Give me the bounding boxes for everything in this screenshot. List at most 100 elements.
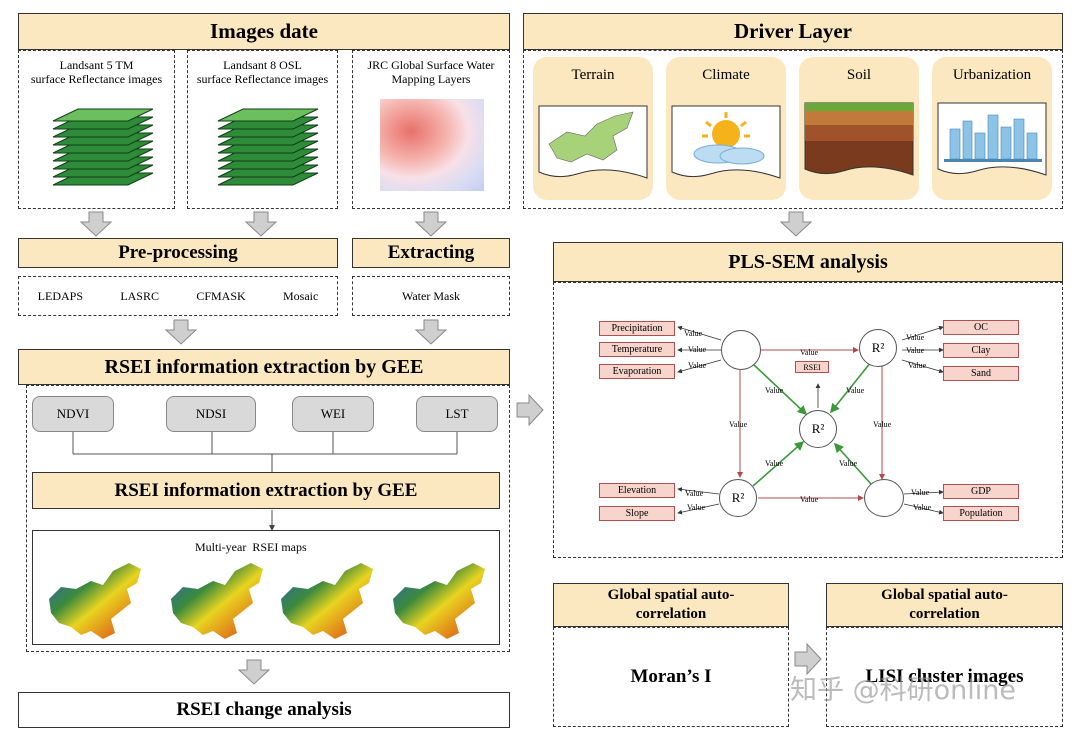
var-slope-label: Slope bbox=[625, 508, 649, 519]
index-wei: WEI bbox=[292, 396, 374, 432]
rsei-change-box: RSEI change analysis bbox=[18, 692, 510, 728]
landsat5-panel: Landsant 5 TM surface Reflectance images bbox=[18, 50, 175, 209]
card-terrain-label: Terrain bbox=[571, 67, 615, 83]
rsei-maps-label: Multi-year RSEI maps bbox=[195, 540, 307, 554]
driver-title: Driver Layer bbox=[734, 19, 852, 43]
var-elevation-label: Elevation bbox=[617, 485, 657, 496]
rsei-panel bbox=[26, 385, 510, 652]
var-precipitation: Precipitation bbox=[599, 321, 675, 336]
card-soil-label: Soil bbox=[846, 67, 872, 83]
var-oc: OC bbox=[943, 320, 1019, 335]
var-sand: Sand bbox=[943, 366, 1019, 381]
rsei-map-3 bbox=[281, 563, 373, 639]
lisi-panel: LISI cluster images bbox=[826, 627, 1063, 727]
pls-header: PLS-SEM analysis bbox=[553, 242, 1063, 282]
images-date-header: Images date bbox=[18, 13, 510, 50]
var-clay: Clay bbox=[943, 343, 1019, 358]
card-terrain: Terrain bbox=[533, 57, 653, 200]
rsei-change-title: RSEI change analysis bbox=[176, 699, 352, 720]
landsat8-caption: Landsant 8 OSL surface Reflectance image… bbox=[196, 58, 329, 86]
value-label: Value bbox=[873, 420, 892, 429]
value-label: Value bbox=[765, 459, 784, 468]
image-stack-icon bbox=[52, 108, 154, 186]
var-clay-label: Clay bbox=[971, 345, 991, 356]
soil-icon bbox=[804, 102, 914, 176]
value-label: Value bbox=[846, 386, 865, 395]
preprocessing-tools: LEDAPS LASRC CFMASK Mosaic bbox=[18, 276, 338, 316]
latent-soil: R² bbox=[859, 329, 897, 367]
rsei-map-4 bbox=[393, 563, 485, 639]
image-stack-icon bbox=[217, 108, 319, 186]
tool-water-mask: Water Mask bbox=[401, 288, 460, 303]
var-oc-label: OC bbox=[974, 322, 988, 333]
jrc-panel: JRC Global Surface Water Mapping Layers bbox=[352, 50, 510, 209]
rsei-maps-images bbox=[49, 563, 485, 639]
var-slope: Slope bbox=[599, 506, 675, 521]
value-label: Value bbox=[839, 459, 858, 468]
value-label: Value bbox=[800, 348, 819, 357]
landsat5-caption: Landsant 5 TM surface Reflectance images bbox=[30, 58, 163, 86]
right-arrow bbox=[516, 393, 544, 427]
landsat8-panel: Landsant 8 OSL surface Reflectance image… bbox=[187, 50, 338, 209]
tool-ledaps: LEDAPS bbox=[37, 288, 83, 303]
down-arrow bbox=[779, 211, 813, 237]
down-arrow bbox=[79, 211, 113, 237]
value-label: Value bbox=[688, 361, 707, 370]
var-sand-label: Sand bbox=[971, 368, 991, 379]
index-ndsi-label: NDSI bbox=[195, 406, 227, 421]
index-lst: LST bbox=[416, 396, 498, 432]
index-ndvi: NDVI bbox=[32, 396, 114, 432]
latent-urbanization bbox=[864, 479, 904, 517]
jrc-caption: JRC Global Surface Water Mapping Layers bbox=[367, 58, 495, 86]
var-temperature: Temperature bbox=[599, 342, 675, 357]
rsei-title: RSEI information extraction by GEE bbox=[104, 355, 424, 378]
var-elevation: Elevation bbox=[599, 483, 675, 498]
index-wei-label: WEI bbox=[320, 406, 346, 421]
rsei-subheader: RSEI information extraction by GEE bbox=[32, 472, 500, 509]
terrain-icon bbox=[538, 105, 648, 179]
pls-title: PLS-SEM analysis bbox=[728, 250, 888, 273]
value-label: Value bbox=[684, 329, 703, 338]
value-label: Value bbox=[687, 503, 706, 512]
down-arrow bbox=[164, 319, 198, 345]
index-ndvi-label: NDVI bbox=[56, 406, 90, 421]
var-precipitation-label: Precipitation bbox=[611, 323, 663, 334]
value-label: Value bbox=[685, 489, 704, 498]
latent-rsei: R² bbox=[799, 410, 837, 448]
images-date-title: Images date bbox=[210, 19, 318, 43]
lisi-label: LISI cluster images bbox=[865, 666, 1024, 687]
right-arrow bbox=[794, 642, 822, 676]
index-ndsi: NDSI bbox=[166, 396, 256, 432]
pls-panel bbox=[553, 282, 1063, 558]
latent-climate bbox=[721, 330, 761, 370]
climate-icon bbox=[671, 105, 781, 179]
extracting-header: Extracting bbox=[352, 238, 510, 268]
driver-panel bbox=[523, 50, 1063, 209]
driver-header: Driver Layer bbox=[523, 13, 1063, 50]
preprocessing-header: Pre-processing bbox=[18, 238, 338, 268]
latent-terrain: R² bbox=[719, 479, 757, 517]
value-label: Value bbox=[913, 503, 932, 512]
value-label: Value bbox=[906, 333, 925, 342]
extracting-title: Extracting bbox=[387, 242, 475, 263]
var-temperature-label: Temperature bbox=[611, 344, 663, 355]
tool-cfmask: CFMASK bbox=[196, 288, 246, 303]
rsei-node-label: RSEI bbox=[803, 362, 821, 372]
latent-rsei-r2: R² bbox=[811, 421, 825, 436]
city-icon bbox=[937, 102, 1047, 176]
rsei-node: RSEI bbox=[795, 361, 829, 373]
value-label: Value bbox=[906, 346, 925, 355]
var-population: Population bbox=[943, 506, 1019, 521]
tool-lasrc: LASRC bbox=[120, 288, 159, 303]
rsei-maps-panel: Multi-year RSEI maps bbox=[32, 530, 500, 645]
water-map-image bbox=[380, 99, 484, 191]
card-soil: Soil bbox=[799, 57, 919, 200]
var-gdp: GDP bbox=[943, 484, 1019, 499]
global-right-title: Global spatial auto- correlation bbox=[881, 587, 1008, 622]
var-evaporation: Evaporation bbox=[599, 364, 675, 379]
rsei-header: RSEI information extraction by GEE bbox=[18, 349, 510, 385]
value-label: Value bbox=[688, 345, 707, 354]
global-right-header: Global spatial auto- correlation bbox=[826, 583, 1063, 627]
rsei-map-2 bbox=[171, 563, 263, 639]
down-arrow bbox=[414, 211, 448, 237]
